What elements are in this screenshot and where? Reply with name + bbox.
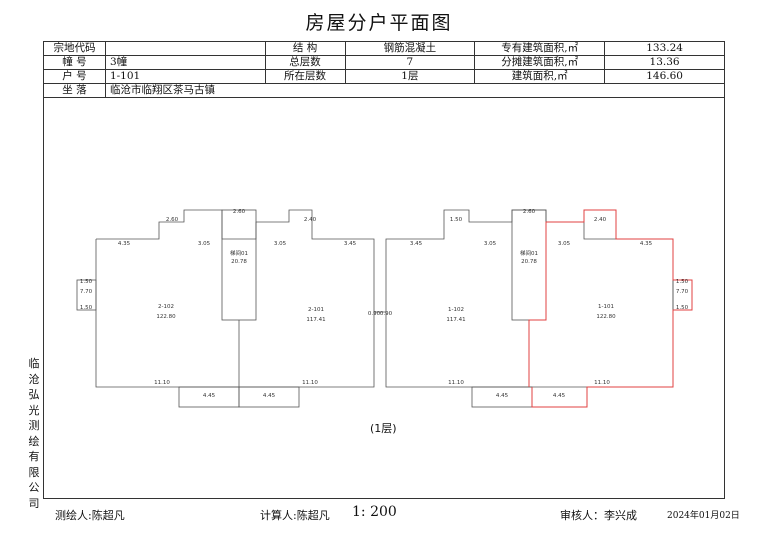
unit-code: 1-101	[598, 304, 614, 310]
dim-label: 2.40	[594, 217, 607, 223]
unit-code: 1-102	[448, 307, 464, 313]
plan-frame	[43, 97, 725, 499]
stair-core-right	[511, 209, 547, 321]
unit-value: 1-101	[104, 69, 266, 84]
building-area-value: 146.60	[604, 69, 725, 84]
dim-label: 3.45	[410, 241, 423, 247]
unit-area: 117.41	[446, 317, 465, 323]
exclusive-area-value: 133.24	[604, 41, 725, 56]
dim-label: 2.60	[166, 217, 179, 223]
page-title: 房屋分户平面图	[305, 12, 453, 34]
unit-area: 122.80	[156, 314, 176, 320]
dim-label: 4.35	[118, 241, 131, 247]
bottom-bay-2	[238, 386, 300, 408]
floor-label: 所在层数	[264, 69, 346, 84]
dim-label: 1.50	[676, 279, 689, 285]
highlight-outline	[528, 209, 693, 408]
highlight-unit-1-101	[528, 209, 693, 408]
stair-core-left	[221, 209, 257, 321]
dim-label: 2.60	[233, 209, 246, 215]
dim-label: 11.10	[594, 380, 610, 386]
location-value: 临沧市临翔区茶马古镇	[104, 83, 726, 98]
floor-value: 1层	[344, 69, 476, 84]
dim-label: 3.05	[558, 241, 571, 247]
dim-label: 3.05	[274, 241, 287, 247]
dim-label: 1.50	[80, 279, 93, 285]
unit-label: 户 号	[43, 69, 106, 84]
location-label: 坐 落	[43, 83, 106, 98]
bay-left	[76, 279, 97, 311]
dim-label: 0.90	[380, 311, 393, 317]
building-value: 3幢	[104, 55, 266, 70]
building-area-label: 建筑面积,㎡	[474, 69, 606, 84]
dim-label: 4.35	[640, 241, 653, 247]
stair-code: 梯间01	[520, 249, 538, 257]
unit-area: 117.41	[306, 317, 325, 323]
unit-code: 2-101	[308, 307, 324, 313]
dim-label: 1.50	[676, 305, 689, 311]
dim-label: 2.40	[304, 217, 317, 223]
dim-label: 0.90	[368, 311, 381, 317]
total-floors-label: 总层数	[264, 55, 346, 70]
dim-label: 4.45	[553, 393, 566, 399]
total-floors-value: 7	[344, 55, 476, 70]
exclusive-area-label: 专有建筑面积,㎡	[474, 41, 606, 56]
shared-area-label: 分摊建筑面积,㎡	[474, 55, 606, 70]
shared-area-value: 13.36	[604, 55, 725, 70]
calculator: 计算人:陈超凡	[260, 509, 330, 522]
dim-label: 7.70	[80, 289, 93, 295]
structure-label: 结 构	[264, 41, 346, 56]
dim-label: 3.05	[198, 241, 211, 247]
dim-label: 3.05	[484, 241, 497, 247]
dim-label: 7.70	[676, 289, 689, 295]
dim-label: 2.60	[523, 209, 536, 215]
stair-area: 20.78	[231, 259, 247, 265]
parcel-code-label: 宗地代码	[43, 41, 106, 56]
dim-label: 4.45	[496, 393, 509, 399]
dim-label: 4.45	[203, 393, 216, 399]
surveyor: 测绘人:陈超凡	[55, 509, 125, 522]
dim-label: 11.10	[154, 380, 170, 386]
company-name: 临沧弘光测绘有限公司	[28, 357, 40, 510]
reviewer: 审核人：李兴成	[560, 509, 637, 522]
parcel-code-value	[104, 41, 266, 56]
floor-plan: 4.35 3.05 3.05 3.45 3.45 3.05 3.05 4.35 …	[76, 209, 693, 408]
scale: 1: 200	[352, 504, 397, 520]
dim-label: 11.10	[302, 380, 318, 386]
building-label: 幢 号	[43, 55, 106, 70]
dim-label: 11.10	[448, 380, 464, 386]
stair-code: 梯间01	[230, 249, 248, 257]
date: 2024年01月02日	[667, 511, 740, 521]
structure-value: 钢筋混凝土	[344, 41, 476, 56]
floor-caption: (1层)	[370, 422, 397, 435]
dim-label: 1.50	[450, 217, 463, 223]
info-table: 宗地代码 结 构 钢筋混凝土 专有建筑面积,㎡ 133.24 幢 号 3幢 总层…	[43, 41, 726, 98]
dim-label: 3.45	[344, 241, 357, 247]
stair-area: 20.78	[521, 259, 537, 265]
dim-label: 4.45	[263, 393, 276, 399]
dim-label: 1.50	[80, 305, 93, 311]
unit-code: 2-102	[158, 304, 174, 310]
unit-area: 122.80	[596, 314, 616, 320]
